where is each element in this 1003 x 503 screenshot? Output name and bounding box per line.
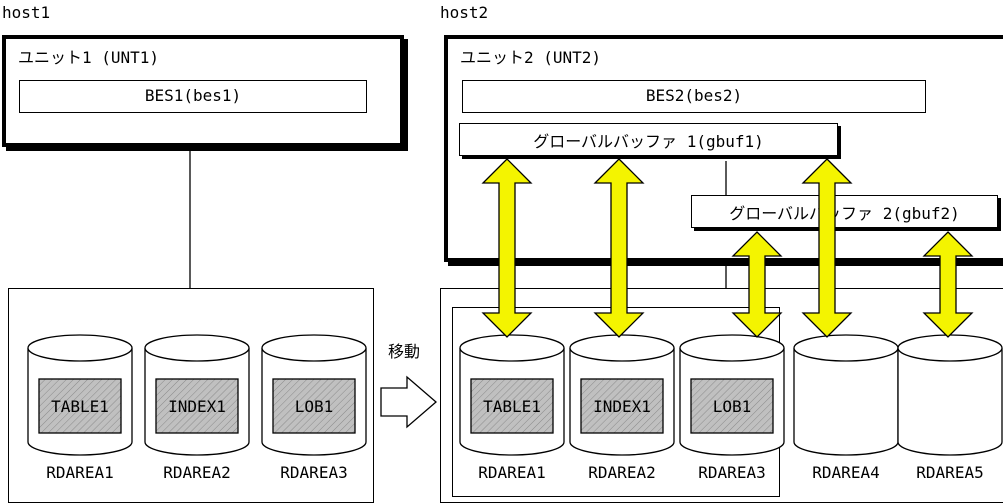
host2-disk-4-area: RDAREA4	[812, 463, 879, 482]
arrow-buffer1-rdarea4-icon	[801, 158, 853, 338]
unit2-label: ユニット2 (UNT2)	[460, 48, 602, 67]
host2-disk-2-area: RDAREA2	[588, 463, 655, 482]
host2-disk-4: RDAREA4	[793, 334, 899, 482]
unit1-box: ユニット1 (UNT1) BES1(bes1)	[2, 35, 404, 147]
host1-index-block	[155, 378, 239, 434]
bes1-box: BES1(bes1)	[19, 80, 367, 113]
global-buffer-1-label: グローバルバッファ 1(gbuf1)	[533, 131, 764, 151]
host2-disk-1: TABLE1 RDAREA1	[459, 334, 565, 482]
arrow-buffer2-rdarea3-icon	[731, 231, 783, 338]
host2-disk-2-content: INDEX1	[593, 397, 651, 416]
host1-disk-3-content: LOB1	[295, 397, 334, 416]
host2-disk-3: LOB1 RDAREA3	[679, 334, 785, 482]
arrow-buffer2-rdarea5-icon	[922, 231, 974, 338]
host2-index-block	[580, 378, 664, 434]
host2-disk-5-area: RDAREA5	[916, 463, 983, 482]
host2-disk-1-area: RDAREA1	[478, 463, 545, 482]
host2-disk-3-area: RDAREA3	[698, 463, 765, 482]
host1-disk-2: INDEX1 RDAREA2	[144, 334, 250, 482]
move-arrow-icon	[380, 375, 437, 429]
host1-disk-2-content: INDEX1	[168, 397, 226, 416]
host1-disk-1: TABLE1 RDAREA1	[27, 334, 133, 482]
host1-disk-1-content: TABLE1	[51, 397, 109, 416]
host2-disk-3-content: LOB1	[713, 397, 752, 416]
host2-disk-2: INDEX1 RDAREA2	[569, 334, 675, 482]
host2-disk-1-content: TABLE1	[483, 397, 541, 416]
unit1-label: ユニット1 (UNT1)	[18, 48, 160, 67]
move-label: 移動	[388, 342, 421, 361]
bes1-label: BES1(bes1)	[144, 86, 242, 105]
global-buffer-1: グローバルバッファ 1(gbuf1)	[459, 123, 838, 156]
host1-lob-block	[272, 378, 356, 434]
global-buffer-2-label: グローバルバッファ 2(gbuf2)	[729, 203, 960, 223]
host1-table-block	[38, 378, 122, 434]
host1-disk-1-area: RDAREA1	[46, 463, 113, 482]
host1-disk-2-area: RDAREA2	[163, 463, 230, 482]
host2-label: host2	[440, 3, 489, 22]
arrow-buffer1-rdarea2-icon	[593, 158, 645, 338]
bes2-box: BES2(bes2)	[462, 80, 926, 113]
bes2-label: BES2(bes2)	[645, 86, 743, 105]
host1-label: host1	[2, 3, 51, 22]
host1-disk-3: LOB1 RDAREA3	[261, 334, 367, 482]
host2-lob-block	[690, 378, 774, 434]
arrow-buffer1-rdarea1-icon	[481, 158, 533, 338]
host1-disk-3-area: RDAREA3	[280, 463, 347, 482]
host2-table-block	[470, 378, 554, 434]
host2-disk-5: RDAREA5	[897, 334, 1003, 482]
global-buffer-2: グローバルバッファ 2(gbuf2)	[691, 195, 998, 228]
